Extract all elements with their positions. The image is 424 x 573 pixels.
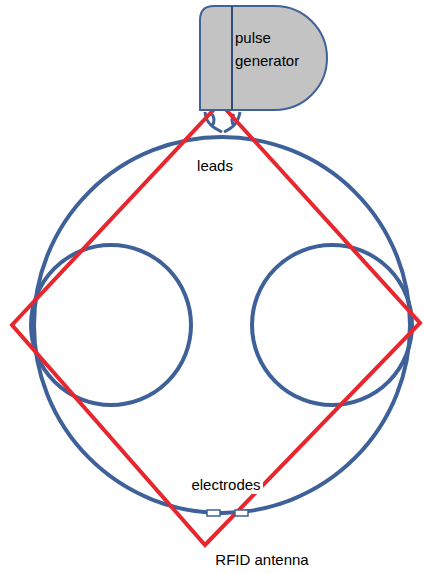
pulse-generator: pulse generator xyxy=(198,4,328,112)
antenna-label: RFID antenna xyxy=(213,551,310,569)
header-line xyxy=(231,6,233,110)
lead-loop-right xyxy=(252,245,412,405)
electrode-label: electrodes xyxy=(189,476,262,494)
rfid-antenna-loop xyxy=(12,103,420,545)
electrode xyxy=(207,510,220,516)
housing-shape xyxy=(200,6,327,110)
lead-loop-outer xyxy=(34,137,410,513)
lead-label: leads xyxy=(195,157,235,175)
electrode xyxy=(235,510,248,516)
lead-loop-left xyxy=(31,245,191,405)
node-text: pulse generator xyxy=(235,26,321,72)
